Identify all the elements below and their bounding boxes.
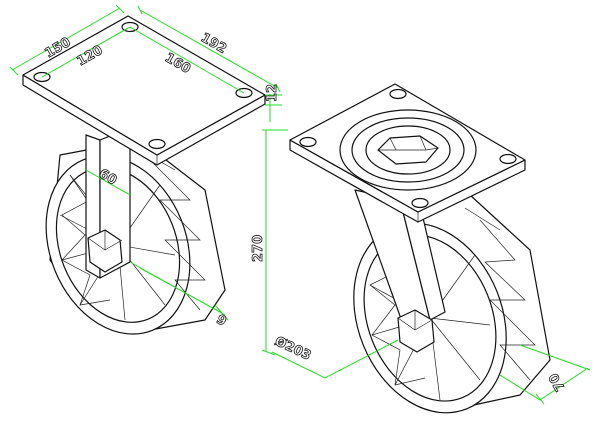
mounting-holes [299,88,517,209]
dim-wheel-width: 70 [546,370,568,393]
top-plate [22,15,266,156]
dim-wheel-offset: 6 [215,310,230,328]
swivel-bearing [339,109,477,191]
dim-plate-thickness: 12 [265,84,280,102]
dimension-lines-right [261,129,591,405]
dim-wheel-diameter: Ø203 [272,334,313,364]
dim-height: 270 [251,235,266,262]
dimension-lines-left [9,4,282,321]
fixed-caster: 150 120 192 160 12 60 6 [9,4,282,335]
swivel-caster: 270 Ø203 70 [251,83,591,414]
dim-plate-length: 192 [198,30,229,57]
